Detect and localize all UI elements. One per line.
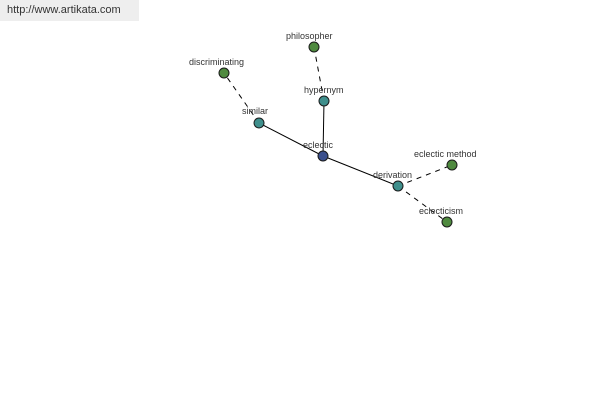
node-label-eclectic: eclectic xyxy=(303,140,334,150)
node-dot-hypernym[interactable] xyxy=(318,95,330,107)
node-dot-philosopher[interactable] xyxy=(308,41,320,53)
node-philosopher[interactable]: philosopher xyxy=(286,31,333,53)
node-dot-similar[interactable] xyxy=(253,117,265,129)
node-label-discriminating: discriminating xyxy=(189,57,244,67)
node-derivation[interactable]: derivation xyxy=(373,170,412,192)
node-dot-eclecticism[interactable] xyxy=(441,216,453,228)
edge-similar-to-discriminating xyxy=(223,72,260,124)
node-eclecticism[interactable]: eclecticism xyxy=(419,206,463,228)
node-eclectic-method[interactable]: eclectic method xyxy=(414,149,477,171)
node-label-similar: similar xyxy=(242,106,268,116)
node-label-eclectic-method: eclectic method xyxy=(414,149,477,159)
node-dot-discriminating[interactable] xyxy=(218,67,230,79)
edges-layer xyxy=(223,46,453,223)
node-dot-derivation[interactable] xyxy=(392,180,404,192)
watermark-link[interactable]: http://www.artikata.com xyxy=(0,0,139,21)
node-dot-eclectic-method[interactable] xyxy=(446,159,458,171)
edge-derivation-to-eclecticism xyxy=(397,185,448,223)
node-label-hypernym: hypernym xyxy=(304,85,344,95)
node-label-eclecticism: eclecticism xyxy=(419,206,463,216)
node-similar[interactable]: similar xyxy=(242,106,268,129)
node-hypernym[interactable]: hypernym xyxy=(304,85,344,107)
node-discriminating[interactable]: discriminating xyxy=(189,57,244,79)
nodes-layer: eclectic similar hypernym derivation discrim… xyxy=(189,31,477,228)
node-dot-eclectic[interactable] xyxy=(317,150,329,162)
node-label-philosopher: philosopher xyxy=(286,31,333,41)
edge-eclectic-to-similar xyxy=(258,122,324,157)
node-eclectic[interactable]: eclectic xyxy=(303,140,334,162)
edge-eclectic-to-derivation xyxy=(322,155,399,187)
node-label-derivation: derivation xyxy=(373,170,412,180)
edge-eclectic-to-hypernym xyxy=(322,100,325,157)
